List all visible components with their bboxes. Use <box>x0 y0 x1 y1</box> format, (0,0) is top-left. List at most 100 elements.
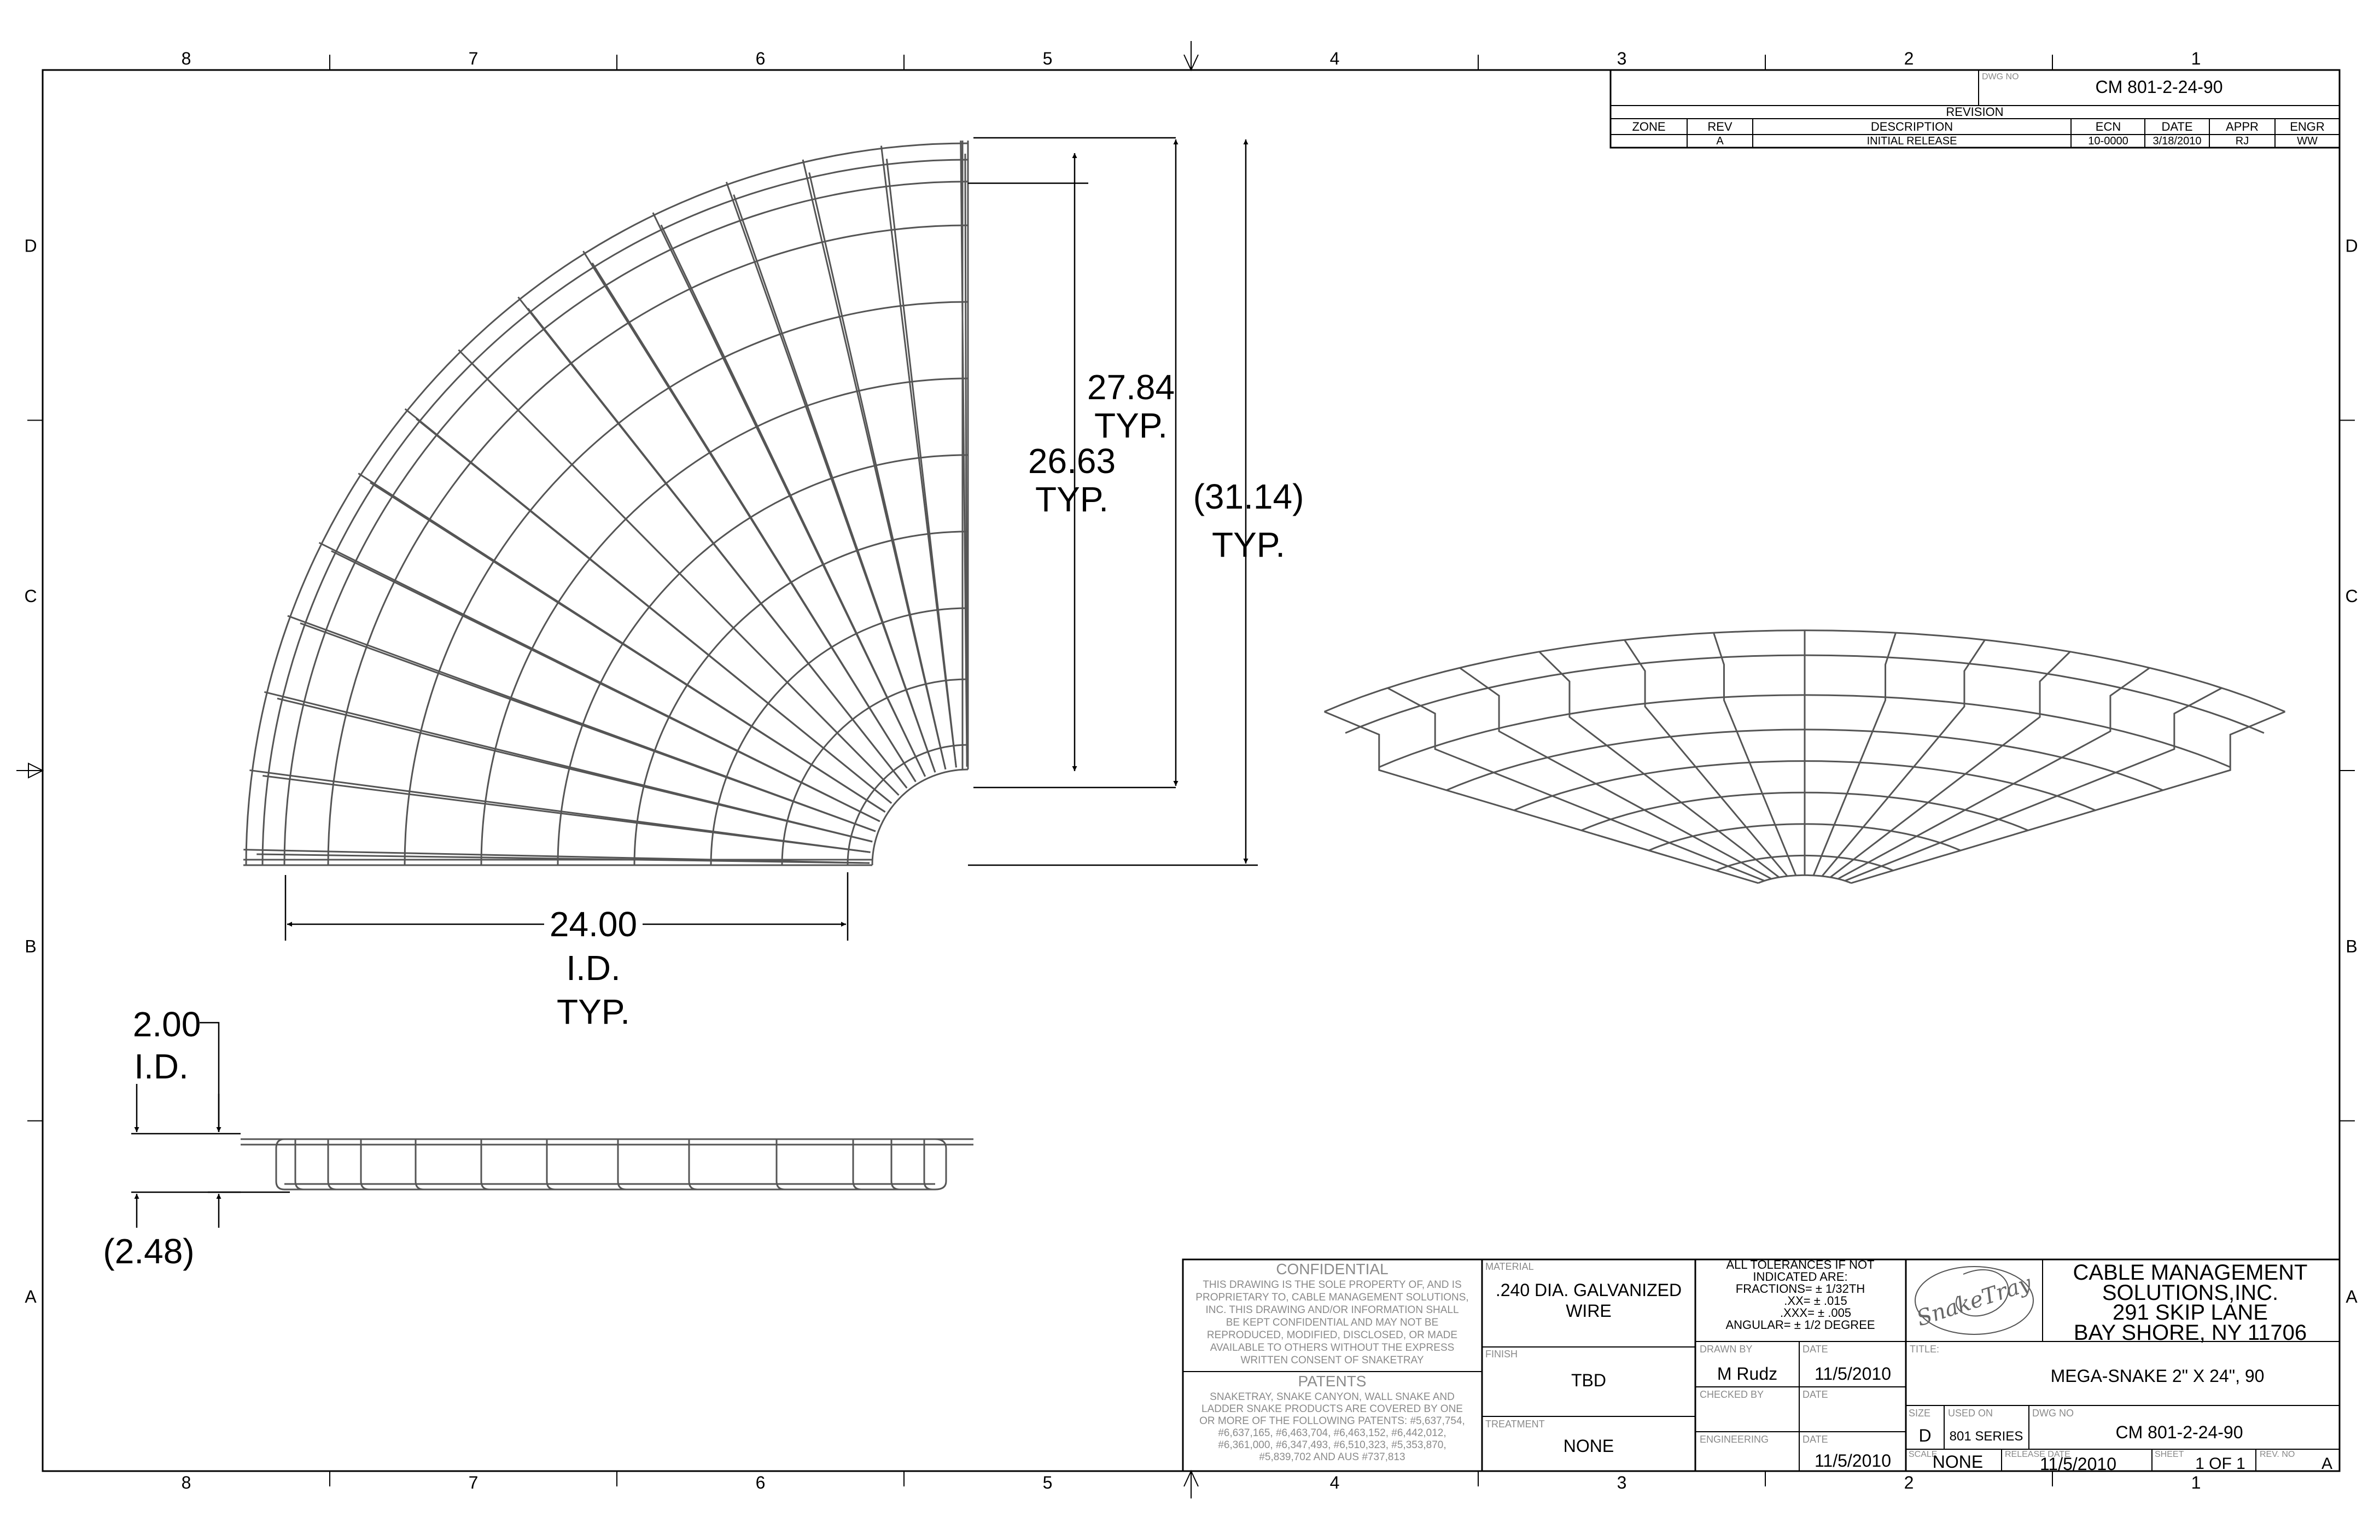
company-line-3: 291 SKIP LANE <box>2113 1300 2268 1325</box>
tolerance-line: ALL TOLERANCES IF NOT <box>1726 1258 1874 1271</box>
svg-text:(31.14): (31.14) <box>1193 477 1304 516</box>
rev-header-cell: DESCRIPTION <box>1871 120 1953 133</box>
used-on-value: 801 SERIES <box>1950 1429 2023 1444</box>
confidential-line: BE KEPT CONFIDENTIAL AND MAY NOT BE <box>1226 1317 1439 1328</box>
drawing-border <box>42 69 2341 1472</box>
zone-col-label: 4 <box>1330 49 1340 68</box>
material-line-2: WIRE <box>1566 1301 1612 1321</box>
patents-line: #6,361,000, #6,347,493, #6,510,323, #5,3… <box>1218 1439 1446 1451</box>
company-line-1: CABLE MANAGEMENT <box>2073 1261 2308 1285</box>
dim-27-84: 27.84 TYP. <box>1087 368 1175 445</box>
tolerance-line: FRACTIONS= ± 1/32TH <box>1736 1282 1865 1296</box>
svg-text:TYP.: TYP. <box>1035 480 1109 519</box>
zone-row-label: B <box>25 936 36 956</box>
rev-row-cell: RJ <box>2236 135 2249 147</box>
centering-mark-left <box>16 762 44 779</box>
svg-text:26.63: 26.63 <box>1028 441 1116 481</box>
company-line-2: SOLUTIONS,INC. <box>2102 1281 2278 1305</box>
dwg-no-label: DWG NO <box>2032 1408 2074 1419</box>
zone-ticks <box>27 55 2355 1486</box>
material-line-1: .240 DIA. GALVANIZED <box>1496 1280 1682 1300</box>
dim-26-63: 26.63 TYP. <box>1028 441 1116 519</box>
tolerance-line: INDICATED ARE: <box>1753 1270 1847 1284</box>
eng-date: 11/5/2010 <box>1815 1451 1891 1471</box>
plan-view-tray-elbow <box>243 141 969 866</box>
rev-no-value: A <box>2321 1455 2332 1473</box>
rev-header-cell: ZONE <box>1632 120 1665 133</box>
treatment-label: TREATMENT <box>1485 1419 1545 1430</box>
drawing-title: MEGA-SNAKE 2" X 24", 90 <box>2051 1366 2265 1386</box>
confidential-line: PROPRIETARY TO, CABLE MANAGEMENT SOLUTIO… <box>1195 1292 1468 1303</box>
logo-text: SnakeTray <box>1914 1270 2035 1331</box>
zone-col-label: 4 <box>1330 1473 1340 1492</box>
sheet-label: SHEET <box>2155 1450 2184 1459</box>
treatment-value: NONE <box>1564 1436 1614 1456</box>
rev-header-cell: APPR <box>2226 120 2259 133</box>
revision-title: REVISION <box>1946 105 2003 119</box>
svg-text:I.D.: I.D. <box>134 1047 189 1086</box>
zone-col-label: 6 <box>756 49 766 68</box>
title-label: TITLE: <box>1910 1344 1939 1355</box>
rev-header-cell: REV <box>1707 120 1732 133</box>
zone-col-label: 2 <box>1904 49 1914 68</box>
zone-col-label: 2 <box>1904 1473 1914 1492</box>
engineering-label: ENGINEERING <box>1700 1434 1769 1445</box>
rev-no-label: REV. NO <box>2260 1450 2295 1459</box>
rev-row-cell: INITIAL RELEASE <box>1867 135 1957 147</box>
drawn-by-label: DRAWN BY <box>1700 1344 1752 1355</box>
dim-31-14: (31.14) TYP. <box>1193 477 1304 564</box>
sheet-value: 1 OF 1 <box>2195 1455 2245 1473</box>
dwg-no-value: CM 801-2-24-90 <box>2116 1422 2243 1442</box>
zone-col-label: 8 <box>182 1473 191 1492</box>
size-label: SIZE <box>1909 1408 1930 1419</box>
zone-row-label: C <box>24 586 37 606</box>
isometric-view-tray-elbow <box>1324 629 2285 884</box>
rev-row-cell: WW <box>2297 135 2318 147</box>
confidential-line: AVAILABLE TO OTHERS WITHOUT THE EXPRESS <box>1210 1342 1455 1354</box>
scale-value: NONE <box>1933 1452 1983 1472</box>
rev-row-cell: 10-0000 <box>2088 135 2128 147</box>
rev-dwg-no: CM 801-2-24-90 <box>2096 77 2223 97</box>
used-on-label: USED ON <box>1948 1408 1993 1419</box>
zone-col-label: 8 <box>182 49 191 68</box>
company-line-4: BAY SHORE, NY 11706 <box>2074 1321 2307 1345</box>
svg-text:24.00: 24.00 <box>550 905 637 944</box>
zone-row-label: B <box>2346 936 2357 956</box>
eng-date-label: DATE <box>1802 1434 1828 1445</box>
svg-text:27.84: 27.84 <box>1087 368 1175 407</box>
dim-2-00: 2.00 I.D. <box>133 1005 201 1086</box>
size-value: D <box>1918 1426 1931 1445</box>
tolerance-line: ANGULAR= ± 1/2 DEGREE <box>1725 1318 1875 1332</box>
material-label: MATERIAL <box>1485 1261 1534 1272</box>
release-date: 11/5/2010 <box>2040 1454 2116 1474</box>
release-label: RELEASE DATE <box>2005 1450 2070 1459</box>
zone-col-label: 7 <box>469 1473 479 1492</box>
zone-row-label: C <box>2345 586 2358 606</box>
zone-col-label: 6 <box>756 1473 766 1492</box>
patents-line: #5,839,702 AND AUS #737,813 <box>1259 1451 1405 1463</box>
rev-header-cell: ECN <box>2096 120 2121 133</box>
snaketray-logo: SnakeTray <box>1914 1266 2035 1335</box>
patents-title: PATENTS <box>1298 1373 1367 1390</box>
zone-col-label: 5 <box>1043 1473 1053 1492</box>
zone-col-label: 5 <box>1043 49 1053 68</box>
zone-col-label: 3 <box>1617 1473 1627 1492</box>
centering-mark-top <box>1183 41 1199 72</box>
zone-row-label: A <box>2346 1287 2358 1306</box>
svg-text:TYP.: TYP. <box>1212 525 1285 564</box>
side-view-tray <box>241 1138 973 1191</box>
checked-by-label: CHECKED BY <box>1700 1389 1764 1400</box>
finish-value: TBD <box>1571 1370 1606 1390</box>
finish-label: FINISH <box>1485 1349 1518 1360</box>
confidential-line: INC. THIS DRAWING AND/OR INFORMATION SHA… <box>1205 1304 1459 1316</box>
zone-row-label: D <box>24 236 37 255</box>
zone-col-label: 1 <box>2191 49 2201 68</box>
dim-24-00: 24.00 I.D. TYP. <box>550 905 637 1031</box>
rev-header-cell: DATE <box>2161 120 2192 133</box>
zone-row-label: D <box>2345 236 2358 255</box>
title-block: CONFIDENTIAL THIS DRAWING IS THE SOLE PR… <box>1182 1258 2341 1474</box>
rev-header-cell: ENGR <box>2290 120 2325 133</box>
patents-line: SNAKETRAY, SNAKE CANYON, WALL SNAKE AND <box>1210 1391 1455 1403</box>
